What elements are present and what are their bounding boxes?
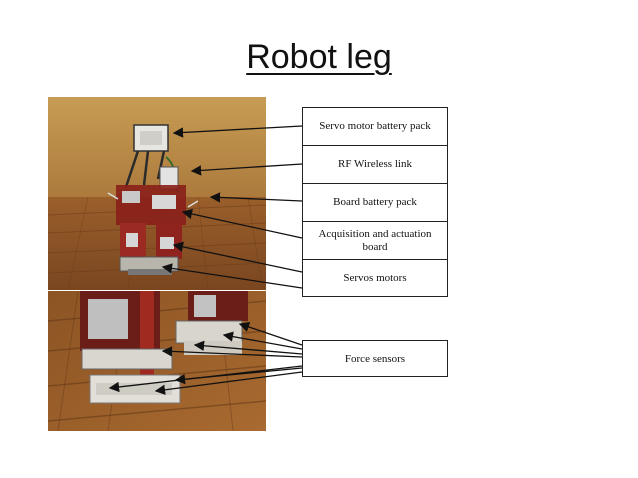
robot-leg-photo [48, 97, 266, 290]
label-board-battery: Board battery pack [303, 184, 447, 222]
label-servo-battery: Servo motor battery pack [303, 108, 447, 146]
slide-title: Robot leg [0, 38, 638, 77]
label-force-sensors: Force sensors [302, 340, 448, 377]
label-rf-wireless: RF Wireless link [303, 146, 447, 184]
label-servos-motors: Servos motors [303, 260, 447, 296]
label-acquisition-board: Acquisition and actuation board [303, 222, 447, 260]
force-sensors-photo [48, 291, 266, 431]
component-label-table: Servo motor battery pack RF Wireless lin… [302, 107, 448, 297]
